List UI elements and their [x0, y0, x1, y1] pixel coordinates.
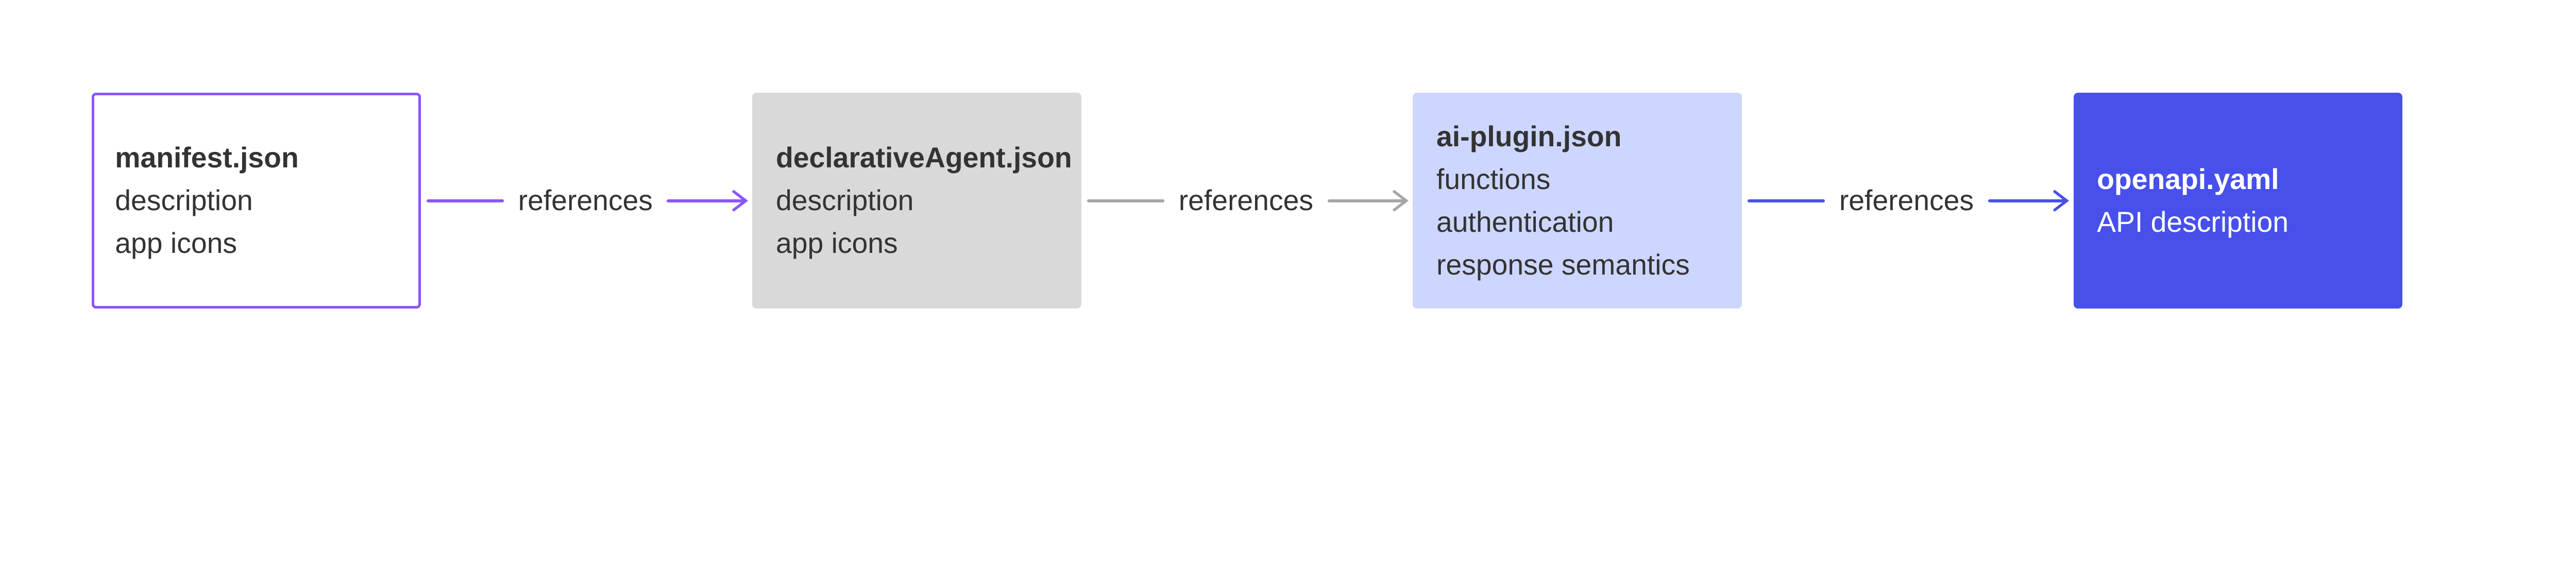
- node-title: manifest.json: [115, 142, 299, 174]
- node-title: openapi.yaml: [2097, 163, 2279, 195]
- node-line: description: [115, 184, 253, 217]
- edge-label: references: [1178, 184, 1313, 217]
- edge-line: [1988, 199, 2066, 202]
- diagram: manifest.json description app icons refe…: [92, 93, 2402, 309]
- arrowhead-icon: [732, 190, 748, 212]
- edge-line: [667, 199, 744, 202]
- node-line: description: [775, 184, 914, 217]
- arrowhead-icon: [2053, 190, 2070, 212]
- node-line: response semantics: [1436, 248, 1690, 281]
- edge-agent-to-plugin: references: [1081, 185, 1413, 216]
- node-title: ai-plugin.json: [1436, 120, 1622, 152]
- node-line: API description: [2097, 206, 2289, 238]
- node-openapi-yaml: openapi.yaml API description: [2073, 93, 2402, 309]
- edge-line: [426, 199, 504, 202]
- node-declarative-agent-json: declarativeAgent.json description app ic…: [752, 93, 1081, 309]
- edge-line: [1747, 199, 1825, 202]
- node-ai-plugin-json: ai-plugin.json functions authentication …: [1413, 93, 1742, 309]
- edge-plugin-to-openapi: references: [1742, 185, 2074, 216]
- node-line: app icons: [775, 227, 898, 260]
- node-line: authentication: [1436, 206, 1614, 238]
- edge-label: references: [518, 184, 653, 217]
- edge-manifest-to-agent: references: [421, 185, 753, 216]
- node-line: functions: [1436, 163, 1551, 195]
- edge-label: references: [1839, 184, 1974, 217]
- arrowhead-icon: [1393, 190, 1409, 212]
- node-title: declarativeAgent.json: [775, 142, 1072, 174]
- edge-line: [1087, 199, 1165, 202]
- node-line: app icons: [115, 227, 238, 260]
- edge-line: [1327, 199, 1405, 202]
- node-manifest-json: manifest.json description app icons: [92, 93, 421, 309]
